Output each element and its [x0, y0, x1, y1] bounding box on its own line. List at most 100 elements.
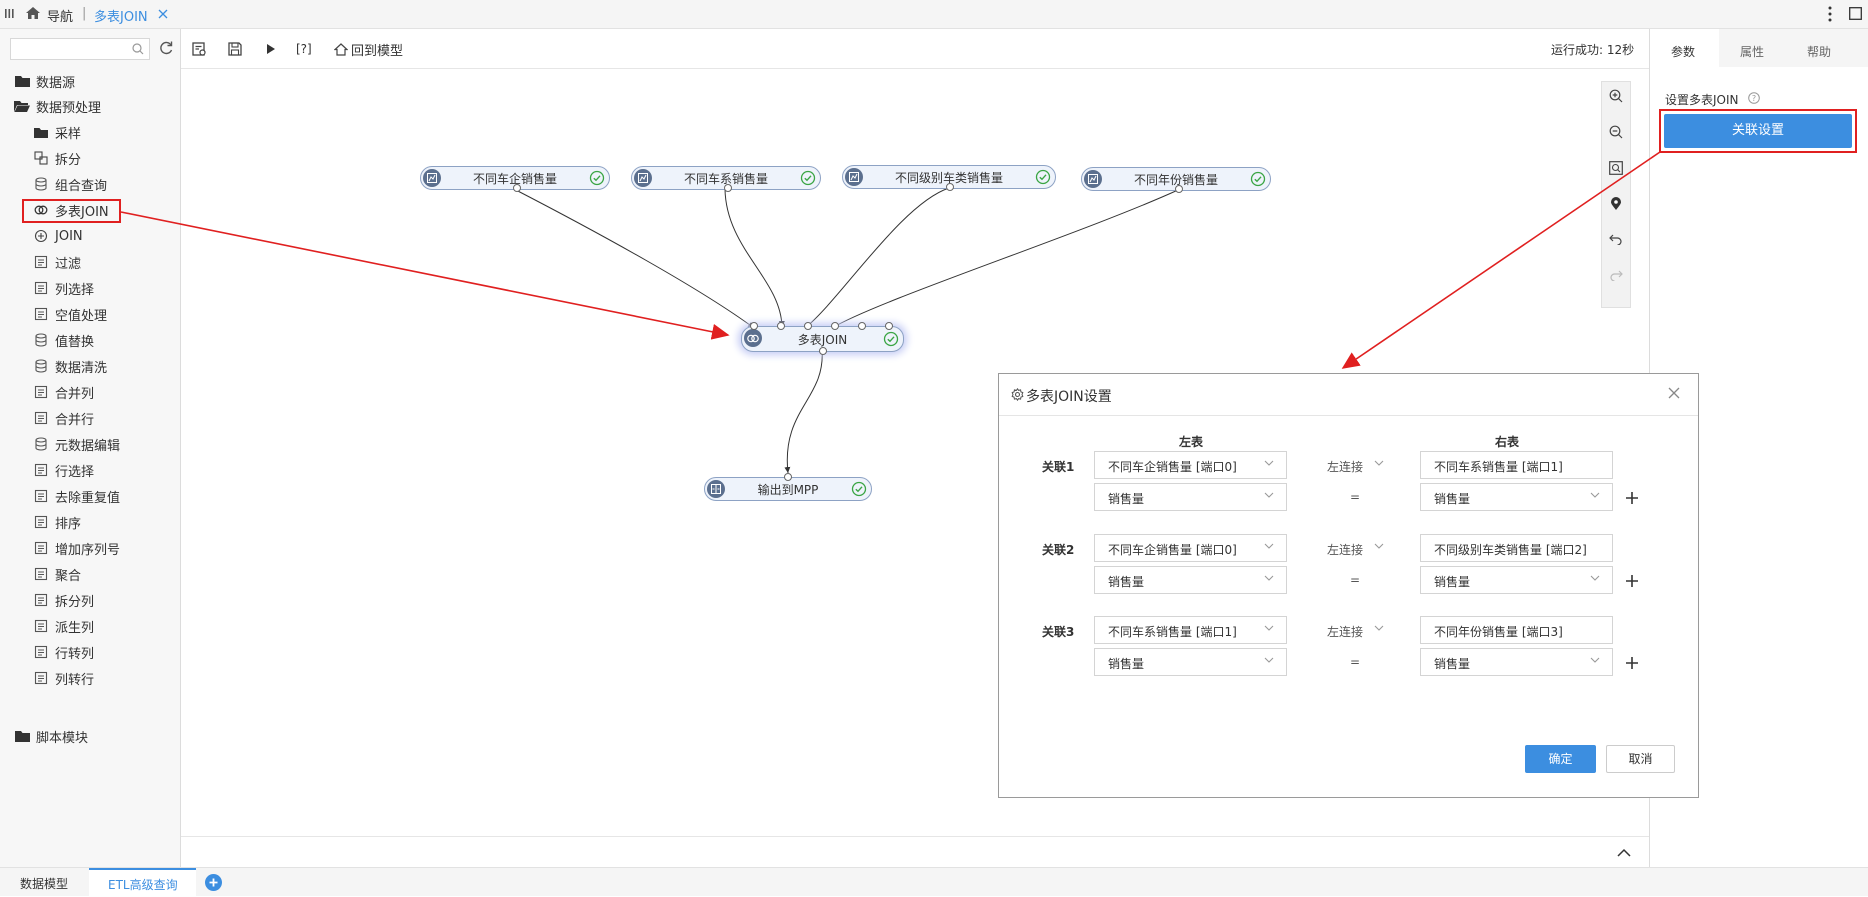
add-condition-icon[interactable]: [1625, 656, 1639, 670]
tab-etl-query[interactable]: ETL高级查询: [89, 868, 196, 897]
sidebar-item[interactable]: 多表JOIN: [33, 198, 109, 222]
home-icon[interactable]: [25, 6, 41, 20]
save-icon[interactable]: [227, 39, 243, 59]
sidebar-item[interactable]: 聚合: [33, 562, 81, 586]
add-tab-icon[interactable]: [205, 874, 222, 891]
sidebar-item[interactable]: 合并行: [33, 406, 94, 430]
input-port[interactable]: [858, 322, 866, 330]
node-label: 不同车企销售量: [472, 172, 557, 186]
left-table-select[interactable]: 不同车企销售量 [端口0]: [1094, 451, 1287, 479]
join-type-select[interactable]: 左连接: [1327, 534, 1393, 562]
join-type-select[interactable]: 左连接: [1327, 451, 1393, 479]
fit-view-icon[interactable]: [1609, 161, 1623, 175]
sidebar-item[interactable]: JOIN: [33, 224, 83, 248]
undo-icon[interactable]: [1609, 233, 1623, 245]
join-config-button[interactable]: 关联设置: [1664, 114, 1852, 148]
left-field-select[interactable]: 销售量: [1094, 483, 1287, 511]
sidebar-group-label: 脚本模块: [36, 730, 89, 746]
sidebar-item[interactable]: 派生列: [33, 614, 94, 638]
null-icon: [33, 306, 49, 322]
output-port[interactable]: [724, 184, 732, 192]
input-port[interactable]: [750, 322, 758, 330]
right-field-select[interactable]: 销售量: [1420, 483, 1613, 511]
sidebar-item[interactable]: 过滤: [33, 250, 81, 274]
flow-node-source[interactable]: 不同车系销售量: [631, 166, 821, 192]
sidebar-item[interactable]: 合并列: [33, 380, 94, 404]
right-table-value: 不同级别车类销售量 [端口2]: [1434, 543, 1587, 557]
sidebar-item[interactable]: 排序: [33, 510, 81, 534]
help-button[interactable]: [?]: [296, 42, 312, 56]
grid-icon[interactable]: [5, 8, 14, 19]
locate-pin-icon[interactable]: [1610, 197, 1622, 211]
sidebar-item[interactable]: 列转行: [33, 666, 94, 690]
sidebar-item[interactable]: 空值处理: [33, 302, 107, 326]
tab-data-model[interactable]: 数据模型: [8, 868, 88, 896]
sidebar-item[interactable]: 列选择: [33, 276, 94, 300]
left-table-select[interactable]: 不同车企销售量 [端口0]: [1094, 534, 1287, 562]
input-port[interactable]: [831, 322, 839, 330]
sidebar-item[interactable]: 值替换: [33, 328, 94, 352]
flow-node-output[interactable]: 输出到MPP: [704, 473, 872, 501]
search-input[interactable]: [11, 39, 126, 59]
output-port[interactable]: [946, 183, 954, 191]
sidebar-item[interactable]: 行选择: [33, 458, 94, 482]
search-box[interactable]: [10, 38, 150, 60]
redo-icon[interactable]: [1609, 269, 1623, 281]
sidebar-item[interactable]: 增加序列号: [33, 536, 120, 560]
tab-properties[interactable]: 属性: [1719, 29, 1787, 67]
right-table-select[interactable]: 不同车系销售量 [端口1]: [1420, 451, 1613, 479]
flow-node-source[interactable]: 不同车企销售量: [420, 166, 610, 192]
sidebar-item[interactable]: 拆分: [33, 146, 81, 170]
left-field-select[interactable]: 销售量: [1094, 566, 1287, 594]
nav-home-label[interactable]: 导航: [47, 10, 74, 25]
close-dialog-icon[interactable]: [1668, 387, 1680, 399]
flow-node-join[interactable]: 多表JOIN: [741, 322, 904, 355]
flow-node-source[interactable]: 不同级别车类销售量: [842, 165, 1056, 191]
tab-help[interactable]: 帮助: [1787, 29, 1855, 67]
sidebar-group-script[interactable]: 脚本模块: [14, 724, 88, 748]
input-port[interactable]: [784, 473, 792, 481]
close-tab-icon[interactable]: [158, 9, 168, 19]
output-port[interactable]: [1175, 185, 1183, 193]
run-icon[interactable]: [265, 39, 277, 59]
sidebar-item[interactable]: 元数据编辑: [33, 432, 120, 456]
back-to-model-button[interactable]: 回到模型: [334, 39, 403, 59]
tab-params[interactable]: 参数: [1650, 29, 1719, 67]
flow-node-source[interactable]: 不同年份销售量: [1081, 167, 1271, 193]
add-condition-icon[interactable]: [1625, 574, 1639, 588]
right-field-select[interactable]: 销售量: [1420, 566, 1613, 594]
sidebar-group-label: 数据预处理: [36, 100, 102, 116]
tab-active-label[interactable]: 多表JOIN: [94, 10, 148, 25]
right-table-select[interactable]: 不同年份销售量 [端口3]: [1420, 616, 1613, 644]
output-port[interactable]: [513, 184, 521, 192]
help-circle-icon[interactable]: ?: [1748, 92, 1760, 104]
join-type-select[interactable]: 左连接: [1327, 616, 1393, 644]
cancel-button[interactable]: 取消: [1606, 745, 1675, 773]
zoom-in-icon[interactable]: [1609, 89, 1623, 103]
sidebar-group-preprocess[interactable]: 数据预处理: [14, 94, 101, 118]
ok-button[interactable]: 确定: [1525, 745, 1596, 773]
left-field-select[interactable]: 销售量: [1094, 648, 1287, 676]
output-port[interactable]: [819, 347, 827, 355]
sidebar-item[interactable]: 采样: [33, 120, 81, 144]
zoom-out-icon[interactable]: [1609, 125, 1623, 139]
more-vertical-icon[interactable]: [1828, 6, 1832, 22]
add-condition-icon[interactable]: [1625, 491, 1639, 505]
input-port[interactable]: [777, 322, 785, 330]
chevron-up-icon[interactable]: [1617, 848, 1631, 857]
sidebar-item[interactable]: 数据清洗: [33, 354, 107, 378]
maximize-icon[interactable]: [1849, 7, 1862, 20]
input-port[interactable]: [885, 322, 893, 330]
right-field-select[interactable]: 销售量: [1420, 648, 1613, 676]
input-port[interactable]: [804, 322, 812, 330]
search-icon[interactable]: [132, 43, 144, 55]
sidebar-group-datasource[interactable]: 数据源: [14, 69, 75, 93]
left-table-select[interactable]: 不同车系销售量 [端口1]: [1094, 616, 1287, 644]
sidebar-item[interactable]: 拆分列: [33, 588, 94, 612]
right-table-select[interactable]: 不同级别车类销售量 [端口2]: [1420, 534, 1613, 562]
properties-icon[interactable]: [191, 39, 207, 59]
sidebar-item[interactable]: 组合查询: [33, 172, 107, 196]
refresh-icon[interactable]: [158, 40, 174, 56]
sidebar-item[interactable]: 行转列: [33, 640, 94, 664]
sidebar-item[interactable]: 去除重复值: [33, 484, 120, 508]
